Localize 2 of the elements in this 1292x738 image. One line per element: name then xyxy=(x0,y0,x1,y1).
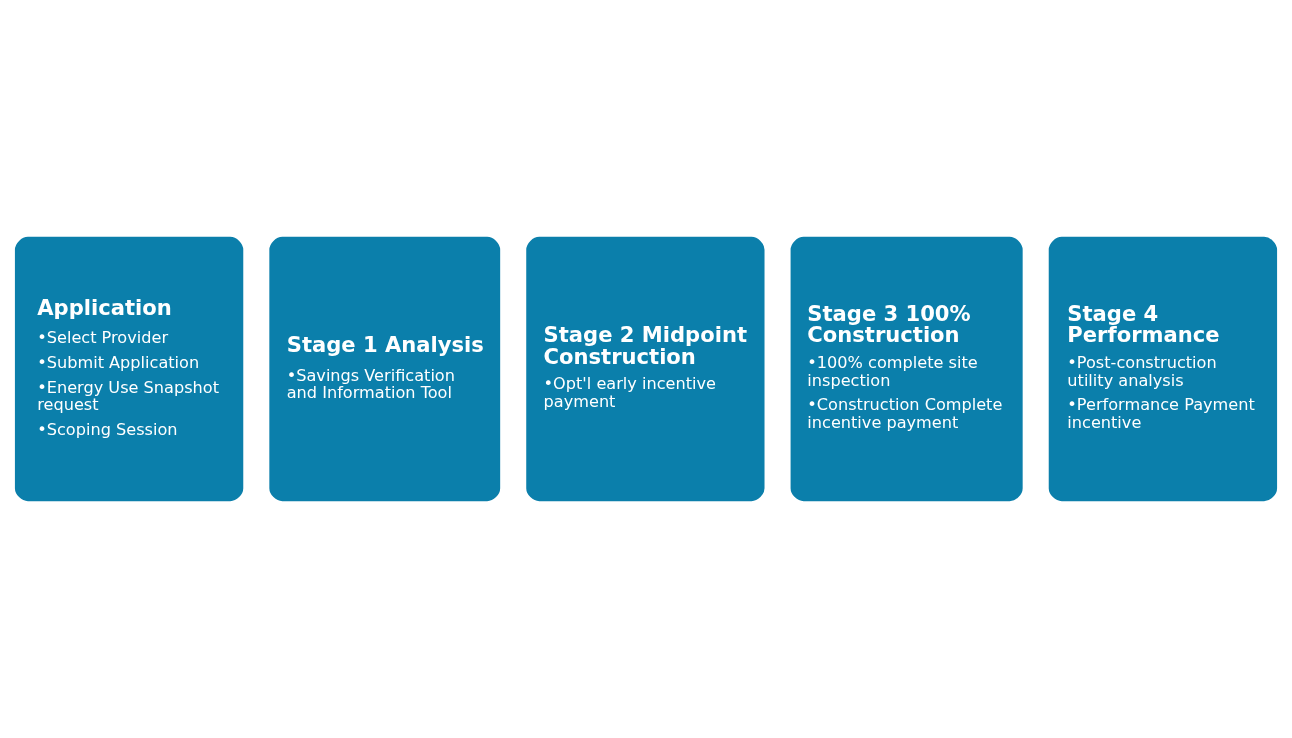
node-box: Application •Select Provider •Submit Application •Energy Use Snapshot request •Scoping Session xyxy=(11,233,247,505)
node-box: Stage 4 Performance •Post-construction utility analysis •Performance Payment incentive xyxy=(1045,233,1281,505)
